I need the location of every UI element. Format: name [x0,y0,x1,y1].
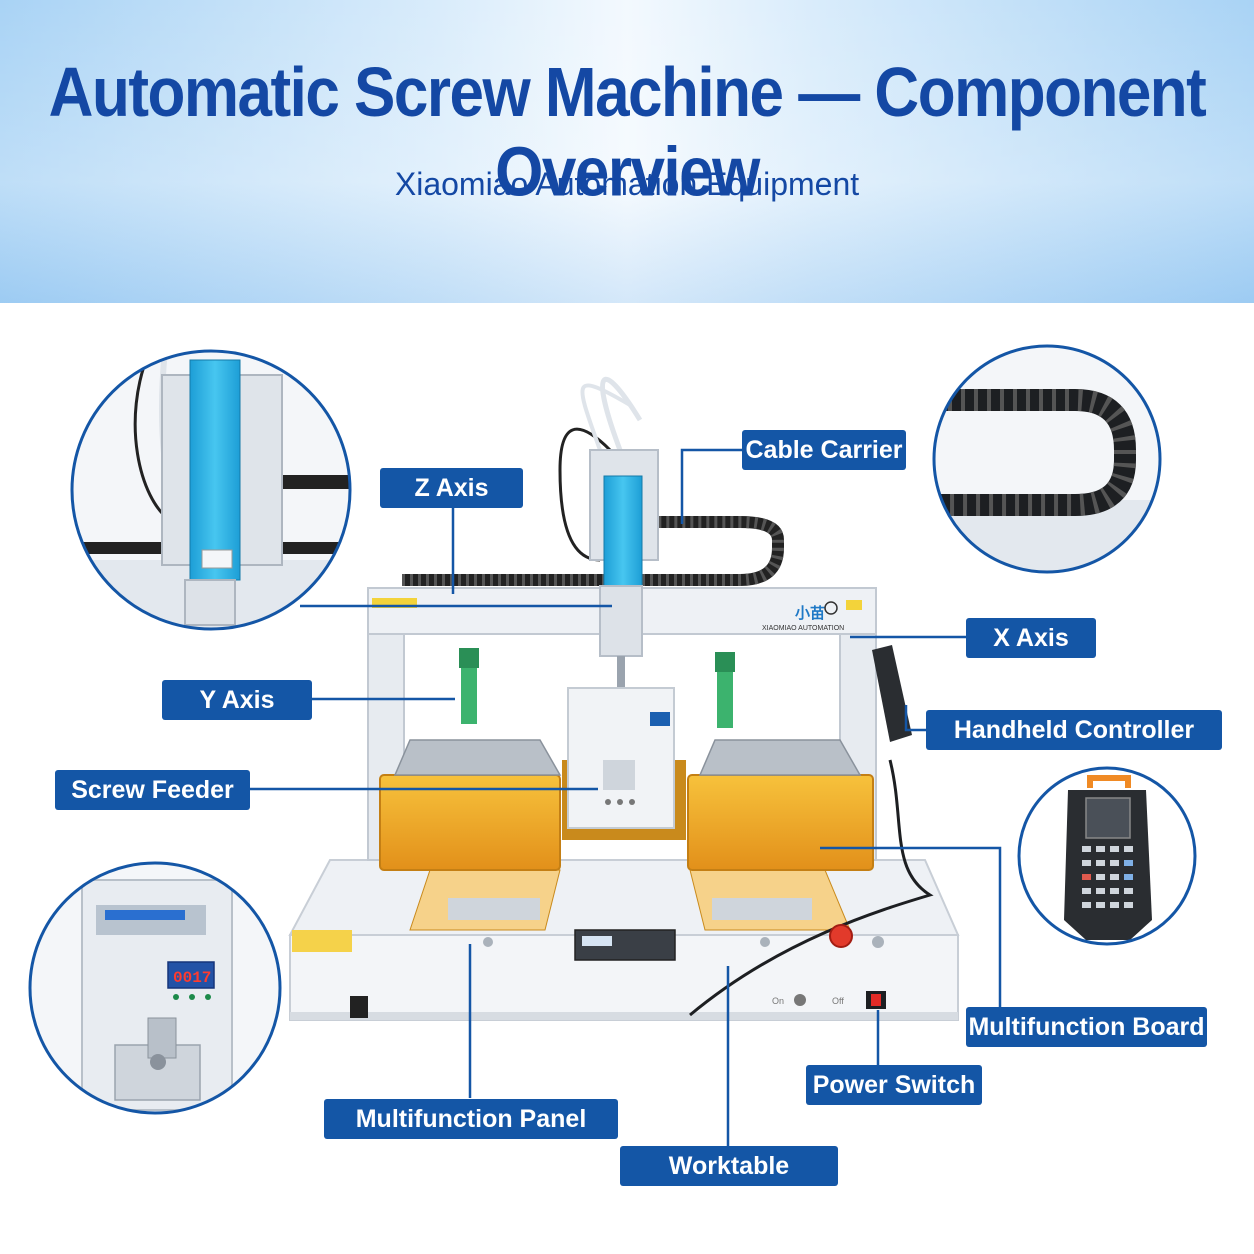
label-multifunction-board: Multifunction Board [966,1007,1207,1047]
label-cable-carrier: Cable Carrier [742,430,906,470]
label-handheld-controller: Handheld Controller [926,710,1222,750]
label-z-axis: Z Axis [380,468,523,508]
header-banner [0,0,1254,303]
brand-logo-cn: 小苗 [795,604,825,622]
label-y-axis: Y Axis [162,680,312,720]
brand-logo-en: XIAOMIAO AUTOMATION [762,625,844,632]
switch-on-text: On [772,996,784,1006]
page-title: Automatic Screw Machine — Component Over… [48,54,1207,212]
label-x-axis: X Axis [966,618,1096,658]
machine-body: 小苗 XIAOMIAO AUTOMATION On Off [288,376,960,1021]
switch-off-text: Off [832,996,844,1006]
feeder-display-readout: 0017 [173,969,211,987]
label-screw-feeder: Screw Feeder [55,770,250,810]
page-subtitle: Xiaomiao Automation Equipment [394,166,860,202]
controller-detail-circle [1017,766,1197,946]
feeder-detail-circle: 0017 [28,861,282,1115]
label-multifunction-panel: Multifunction Panel [324,1099,618,1139]
label-power-switch: Power Switch [806,1065,982,1105]
zaxis-detail-circle [70,349,352,631]
cablecarrier-detail-circle [932,344,1162,574]
label-worktable: Worktable [620,1146,838,1186]
